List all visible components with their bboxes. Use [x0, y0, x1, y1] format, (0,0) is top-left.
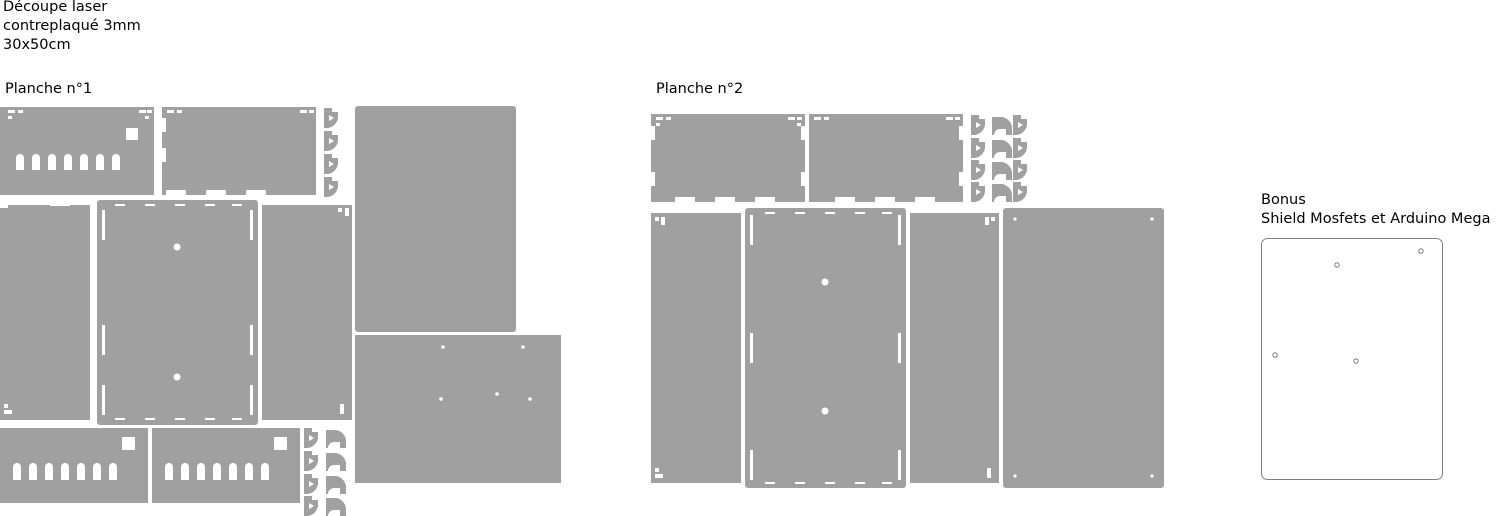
base-panel	[97, 200, 258, 425]
bonus-subtitle: Shield Mosfets et Arduino Mega	[1261, 211, 1491, 227]
cut-spec-header: Découpe laser contreplaqué 3mm 30x50cm	[3, 0, 141, 55]
panel-back-top	[162, 107, 316, 195]
bonus-label: Bonus Shield Mosfets et Arduino Mega	[1261, 191, 1490, 229]
lid-panel	[355, 106, 516, 332]
corner-brackets-sheet-2	[971, 115, 1027, 202]
sheet-2-top-panels	[651, 114, 963, 202]
cut-spec-material: contreplaqué 3mm	[3, 18, 141, 34]
sheet-2-side-right	[910, 213, 999, 483]
sheet-2-parts	[651, 114, 1164, 488]
cut-spec-title: Découpe laser	[3, 0, 108, 15]
sheet-1-parts	[0, 106, 561, 516]
side-panel-left	[0, 205, 90, 420]
sheet-2-base	[745, 208, 906, 488]
sheet-2-lid	[1003, 208, 1164, 488]
cut-spec-size: 30x50cm	[3, 37, 71, 53]
sheet-1-label: Planche n°1	[5, 81, 93, 97]
top-plate	[355, 335, 561, 483]
panel-front-bottom	[0, 428, 148, 503]
panel-back-bottom	[152, 428, 300, 503]
panel-front-top	[0, 107, 162, 195]
bonus-shield-outline	[1261, 238, 1443, 480]
sheet-2-label: Planche n°2	[656, 81, 744, 97]
sheet-2-side-left	[651, 213, 741, 483]
side-panel-right	[262, 205, 352, 420]
bonus-title: Bonus	[1261, 192, 1306, 208]
